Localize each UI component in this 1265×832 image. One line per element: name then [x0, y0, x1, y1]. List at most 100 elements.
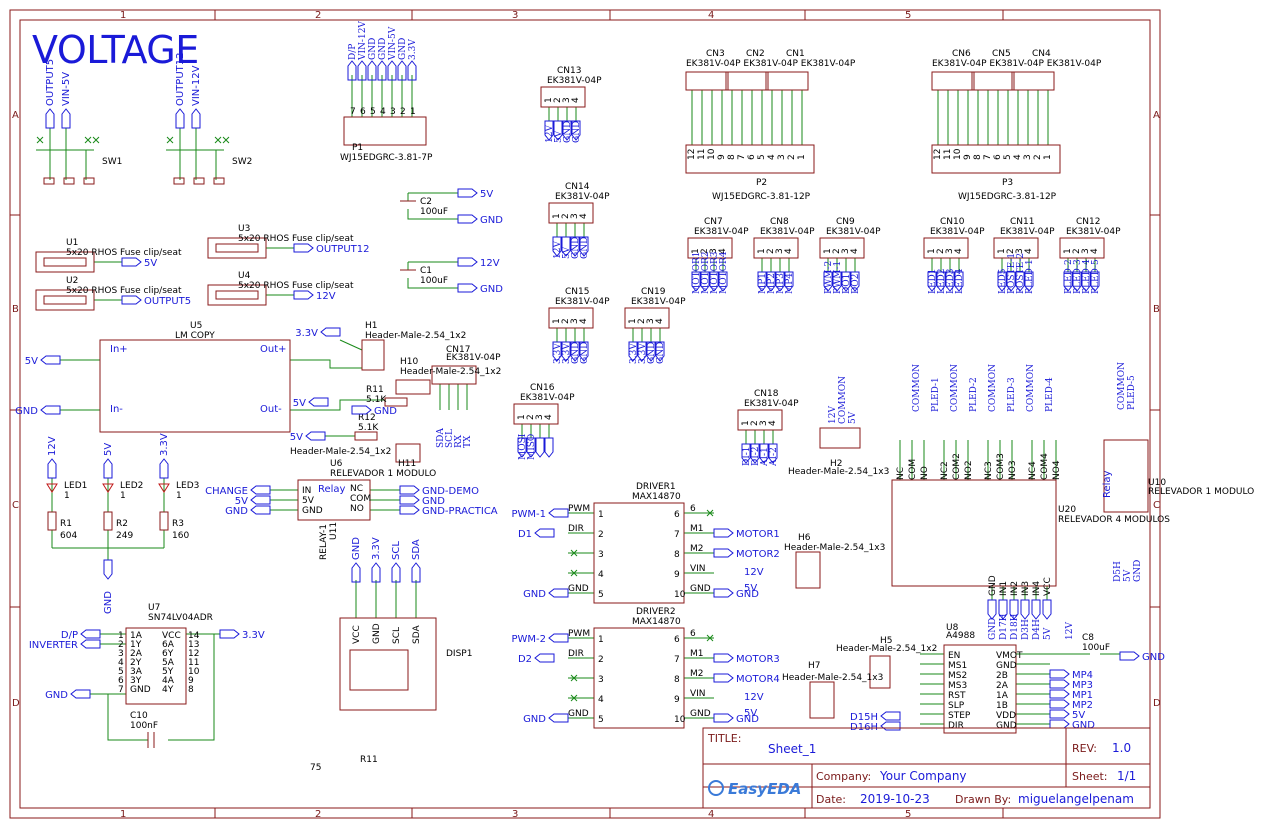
u10-net: D5H: [1113, 561, 1123, 582]
driver-pinnum: 10: [674, 590, 686, 600]
h10-ref: H10: [400, 357, 418, 367]
connector-pin-num: 2: [526, 414, 536, 420]
net-flag: GND: [45, 689, 91, 701]
net-flag-label: GND: [1142, 652, 1165, 663]
connector-pin-num: 5: [1003, 154, 1013, 160]
fuse-body: [207, 284, 267, 306]
u20-pin-top: NC: [896, 467, 906, 480]
u20-pin-top: NO4: [1052, 460, 1062, 480]
net-flag-shape: [561, 236, 571, 257]
net-flag-shape: [548, 508, 569, 518]
fuse-element: [43, 257, 87, 267]
connector-body: [624, 307, 670, 329]
net-flag-shape: [534, 653, 555, 663]
easyeda-logo-icon: [708, 780, 724, 796]
net-flag: [552, 341, 562, 362]
led-symbol: [46, 483, 58, 493]
net-flag: GND: [1049, 719, 1095, 731]
net-flag: [998, 599, 1008, 620]
frame-row-left: B: [12, 304, 19, 315]
net-flag-shape: [1049, 709, 1070, 719]
wire: [407, 278, 458, 289]
frame-row-left: A: [12, 110, 19, 121]
net-flag-label: 12V: [47, 436, 58, 456]
connector-pin-num: 4: [1090, 248, 1100, 254]
net-flag-shape: [548, 588, 569, 598]
u10-net: PLED-5: [1127, 375, 1137, 410]
driver-pinnum: 9: [674, 570, 680, 580]
fuse-part: 5x20 RHOS Fuse clip/seat: [66, 248, 182, 258]
connector-pin-num: 4: [571, 97, 581, 103]
net-flag: GND: [15, 405, 61, 417]
u10-part: RELEVADOR 1 MODULO: [1148, 487, 1254, 497]
net-flag-shape: [399, 495, 420, 505]
wires: [36, 75, 1120, 741]
net-flag-label: 5V: [1072, 710, 1085, 721]
connector-part: EK381V-04P: [555, 192, 610, 202]
p1-part: WJ15EDGRC-3.81-7P: [340, 153, 433, 163]
connector-ref: CN4: [1032, 49, 1051, 59]
net-flag-shape: [1015, 271, 1025, 292]
connector-part: EK381V-04P: [694, 227, 749, 237]
u6-pin: GND: [302, 506, 323, 516]
net-flag: [646, 341, 656, 362]
connector-pin-num: 2: [832, 248, 842, 254]
net-flag-label: MOTOR2: [736, 549, 780, 560]
u20-pin-bottom: IN1: [999, 581, 1009, 596]
u20-pin-top: NO2: [964, 460, 974, 480]
net-flag-shape: [548, 633, 569, 643]
u20-pin-top: COM: [908, 459, 918, 480]
connector-net: MP1: [758, 273, 768, 294]
net-flag-label: GND: [374, 406, 397, 417]
net-flag-shape: [713, 528, 734, 538]
net-flag: 5V: [1049, 709, 1085, 721]
net-flag: 5V: [103, 443, 114, 479]
wire: [290, 399, 386, 411]
u7-pinnum: 1: [118, 631, 124, 641]
u7-pin-r: 6A: [162, 640, 175, 650]
net-flag-label: OUTPUT5: [45, 59, 56, 106]
u7-pinnum: 13: [188, 640, 199, 650]
net-flag-shape: [936, 271, 946, 292]
connector-ref: CN15: [565, 287, 589, 297]
net-flag-shape: [954, 271, 964, 292]
net-flag: 5V: [25, 355, 61, 367]
net-flag-label: GND: [15, 406, 38, 417]
led-symbol: [102, 483, 114, 493]
connector-body: [923, 237, 969, 259]
driver-pinnum: 4: [598, 570, 604, 580]
u6-pin: NO: [350, 504, 364, 514]
cn17-net: RX: [454, 434, 464, 448]
connector-pin-num: 1: [552, 213, 562, 219]
connector-net: GND: [656, 342, 666, 364]
net-flag-shape: [387, 60, 397, 81]
connector-pin-num: 4: [1013, 154, 1023, 160]
fuse-ref: U2: [66, 276, 78, 286]
net-flag-shape: [250, 485, 271, 495]
fuse-element: [215, 243, 259, 253]
net-flag: [1072, 271, 1082, 292]
cap-value: 100uF: [420, 207, 448, 217]
connector-net: MOTOR4: [719, 251, 729, 294]
net-flag-label: MP1: [1072, 690, 1093, 701]
u10-net: GND: [1133, 560, 1143, 582]
u6-ref: U6: [330, 459, 343, 469]
net-flag-shape: [103, 559, 113, 580]
connector-body: [971, 71, 1015, 91]
connector-pin-num: 10: [707, 148, 717, 160]
u7-pin-r: VCC: [162, 631, 181, 641]
net-flag-label: 5V: [293, 398, 306, 409]
net-flag-shape: [998, 599, 1008, 620]
net-flag-label: MP3: [1072, 680, 1093, 691]
driver-pinnum: 2: [598, 655, 604, 665]
net-flag: SCL: [391, 541, 402, 583]
net-flag-shape: [713, 713, 734, 723]
connector-part: EK381V-04P: [760, 227, 815, 237]
u20-net-top: COMMON: [950, 364, 960, 412]
p1-pin-net: GND: [368, 38, 378, 60]
connector-net: GND: [571, 342, 581, 364]
connector-ref: CN18: [754, 389, 779, 399]
h11-ref: H11: [398, 459, 416, 469]
connector-net: GND: [571, 237, 581, 259]
wire: [168, 634, 215, 741]
